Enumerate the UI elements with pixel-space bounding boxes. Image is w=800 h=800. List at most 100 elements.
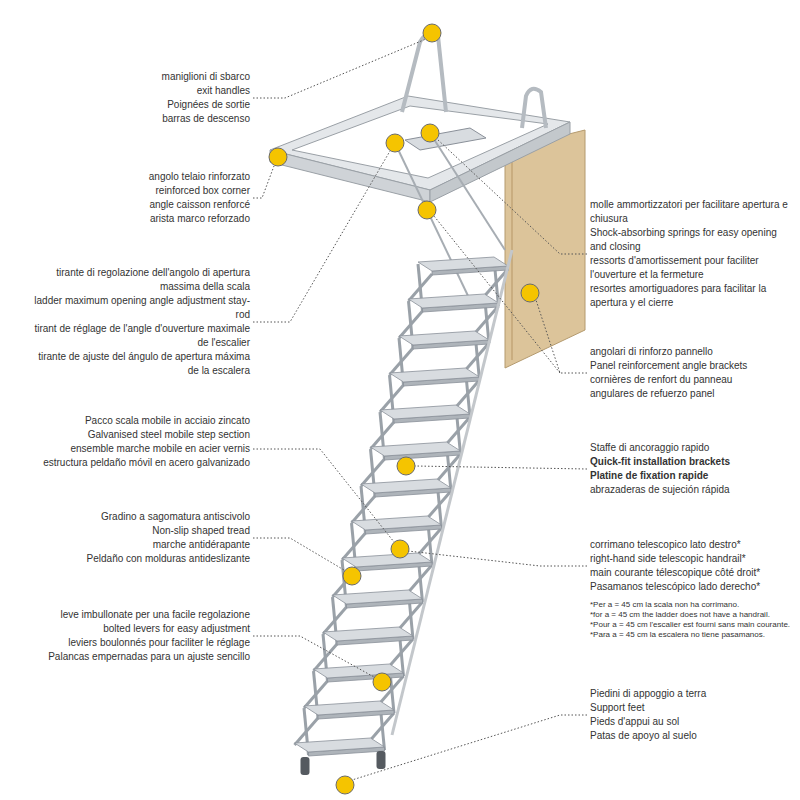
leader-line (253, 636, 374, 677)
footnote: *for a = 45 cm the ladder does not have … (590, 610, 795, 620)
step-tread (371, 442, 461, 456)
scissor-bar (371, 713, 395, 740)
exit-handle (522, 89, 546, 128)
callout-label: maniglioni di sbarco (30, 70, 250, 84)
scissor-bar (323, 607, 347, 634)
callout-dot (336, 776, 354, 794)
callout-label: tirante de ajuste del ángulo de apertura… (30, 350, 250, 378)
callout-label: leviers boulonnés pour faciliter le régl… (30, 636, 250, 650)
scissor-bar (380, 385, 404, 412)
scissor-bar (295, 718, 319, 745)
callout-dot (521, 284, 539, 302)
label-group: Pacco scala mobile in acciaio zincatoGal… (30, 414, 250, 470)
leader-line (434, 216, 560, 373)
callout-label: Shock-absorbing springs for easy opening… (590, 226, 795, 254)
frame-side (270, 150, 430, 202)
callout-label: Pacco scala mobile in acciaio zincato (30, 414, 250, 428)
panel-bracket (511, 160, 513, 360)
callout-label: marche antidérapante (30, 538, 250, 552)
scissor-bar (390, 348, 414, 375)
footnote: *Per a = 45 cm la scala non ha corrimano… (590, 600, 795, 610)
callout-label: Piedini di appoggio a terra (590, 687, 795, 701)
scissor-bar (314, 644, 338, 671)
callout-label: ensemble marche mobile en acier vernis (30, 442, 250, 456)
callout-label: leve imbullonate per una facile regolazi… (30, 608, 250, 622)
leader-lines (253, 39, 587, 780)
step-tread (361, 479, 451, 493)
label-group: *Per a = 45 cm la scala non ha corrimano… (590, 600, 795, 640)
label-group: molle ammortizzatori per facilitare aper… (590, 198, 795, 310)
step-tread (314, 664, 404, 678)
callout-dot (386, 134, 404, 152)
scissor-bar (371, 422, 395, 449)
callout-label: Peldaño con molduras antideslizante (30, 552, 250, 566)
label-group: tirante di regolazione dell'angolo di ap… (30, 266, 250, 378)
scissor-bar (352, 496, 376, 523)
leader-line (536, 300, 587, 373)
step-tread (399, 331, 489, 345)
callout-dot (269, 148, 287, 166)
callout-label: ladder maximum opening angle adjustment … (30, 294, 250, 322)
label-group: angolo telaio rinforzatoreinforced box c… (30, 170, 250, 226)
step-tread (295, 738, 385, 752)
callout-label: barras de descenso (30, 112, 250, 126)
callout-label: tirante di regolazione dell'angolo di ap… (30, 266, 250, 294)
top-step (405, 128, 486, 150)
leader-line (253, 39, 426, 98)
label-group: corrimano telescopico lato destro*right-… (590, 538, 795, 594)
support-foot (377, 751, 386, 769)
callout-label: resortes amortiguadores para facilitar l… (590, 282, 795, 310)
leader-line (415, 466, 587, 469)
ladder-steps (295, 250, 513, 775)
callout-label: angulares de refuerzo panel (590, 387, 795, 401)
step-tread (409, 294, 499, 308)
step-tread (333, 590, 423, 604)
leader-line (253, 166, 274, 198)
leader-line (253, 538, 344, 570)
callout-label: Pasamanos telescópico lado derecho* (590, 580, 795, 594)
callout-label: right-hand side telescopic handrail* (590, 552, 795, 566)
callout-dot (418, 201, 436, 219)
stay-rod (395, 143, 470, 300)
callout-label: Pieds d'appui au sol (590, 715, 795, 729)
callout-label: Non-slip shaped tread (30, 524, 250, 538)
scissor-bar (409, 274, 433, 301)
callout-label: corrimano telescopico lato destro* (590, 538, 795, 552)
label-group: angolari di rinforzo pannelloPanel reinf… (590, 345, 795, 401)
callout-label: Platine de fixation rapide (590, 469, 795, 483)
step-tread (390, 368, 480, 382)
label-group: Staffe di ancoraggio rapidoQuick-fit ins… (590, 441, 795, 497)
callout-label: bolted levers for easy adjustment (30, 622, 250, 636)
callout-label: angle caisson renforcé (30, 198, 250, 212)
step-tread (342, 553, 432, 567)
label-group: maniglioni di sbarcoexit handlesPoignées… (30, 70, 250, 126)
label-group: Gradino a sagomatura antiscivoloNon-slip… (30, 510, 250, 566)
callout-label: ressorts d'amortissement pour faciliter … (590, 254, 795, 282)
callout-label: angolari di rinforzo pannello (590, 345, 795, 359)
footnote: *Pour a = 45 cm l'escalier est fourni sa… (590, 620, 795, 630)
callout-label: Support feet (590, 701, 795, 715)
step-tread (352, 516, 442, 530)
callout-label: cornières de renfort du panneau (590, 373, 795, 387)
callout-dot (373, 673, 391, 691)
callout-label: Galvanised steel mobile step section (30, 428, 250, 442)
label-group: Piedini di appoggio a terraSupport feetP… (590, 687, 795, 743)
callout-dot (391, 540, 409, 558)
callout-label: tirant de réglage de l'angle d'ouverture… (30, 322, 250, 350)
step-tread (418, 257, 508, 271)
leader-line (408, 551, 587, 566)
exit-handle (402, 34, 446, 112)
scissor-bar (304, 681, 328, 708)
callout-dot (423, 24, 441, 42)
support-foot (301, 757, 310, 775)
callout-label: Patas de apoyo al suelo (590, 729, 795, 743)
handrail (392, 250, 512, 735)
callout-label: angolo telaio rinforzato (30, 170, 250, 184)
callout-label: Quick-fit installation brackets (590, 455, 795, 469)
leader-line (253, 449, 394, 542)
callout-label: molle ammortizzatori per facilitare aper… (590, 198, 795, 226)
callout-label: exit handles (30, 84, 250, 98)
scissor-bar (361, 459, 385, 486)
